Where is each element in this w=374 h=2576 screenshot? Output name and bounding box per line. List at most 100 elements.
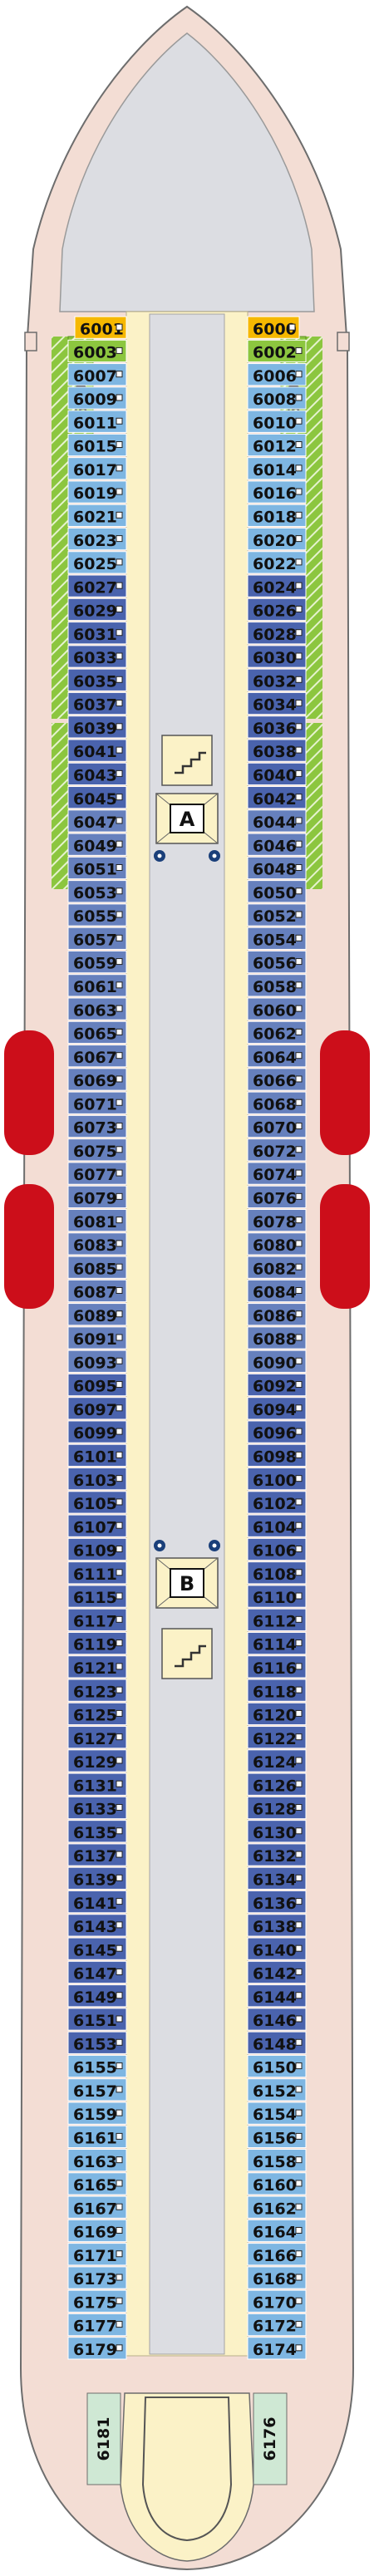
cabin-6092[interactable]: 6092: [247, 1373, 307, 1397]
cabin-6128[interactable]: 6128: [247, 1796, 307, 1820]
cabin-6035[interactable]: 6035: [67, 668, 127, 691]
cabin-6133[interactable]: 6133: [67, 1796, 127, 1820]
cabin-6167[interactable]: 6167: [67, 2195, 127, 2219]
cabin-6155[interactable]: 6155: [67, 2054, 127, 2078]
cabin-6086[interactable]: 6086: [247, 1303, 307, 1326]
cabin-6037[interactable]: 6037: [67, 691, 127, 715]
cabin-6088[interactable]: 6088: [247, 1326, 307, 1349]
cabin-6137[interactable]: 6137: [67, 1843, 127, 1866]
cabin-6008[interactable]: 6008: [247, 386, 307, 410]
cabin-6118[interactable]: 6118: [247, 1679, 307, 1702]
cabin-6018[interactable]: 6018: [247, 504, 307, 527]
cabin-6061[interactable]: 6061: [67, 974, 127, 997]
cabin-6028[interactable]: 6028: [247, 622, 307, 645]
cabin-6095[interactable]: 6095: [67, 1373, 127, 1397]
cabin-6110[interactable]: 6110: [247, 1585, 307, 1608]
cabin-6135[interactable]: 6135: [67, 1820, 127, 1843]
cabin-6098[interactable]: 6098: [247, 1443, 307, 1467]
cabin-6009[interactable]: 6009: [67, 386, 127, 410]
cabin-6097[interactable]: 6097: [67, 1397, 127, 1420]
cabin-6131[interactable]: 6131: [67, 1772, 127, 1796]
cabin-6023[interactable]: 6023: [67, 527, 127, 551]
cabin-6145[interactable]: 6145: [67, 1937, 127, 1960]
cabin-6102[interactable]: 6102: [247, 1491, 307, 1514]
cabin-6101[interactable]: 6101: [67, 1443, 127, 1467]
cabin-6080[interactable]: 6080: [247, 1232, 307, 1256]
cabin-6034[interactable]: 6034: [247, 691, 307, 715]
cabin-6149[interactable]: 6149: [67, 1984, 127, 2008]
cabin-6012[interactable]: 6012: [247, 433, 307, 457]
cabin-6109[interactable]: 6109: [67, 1537, 127, 1561]
cabin-6036[interactable]: 6036: [247, 715, 307, 739]
cabin-6059[interactable]: 6059: [67, 950, 127, 974]
cabin-6091[interactable]: 6091: [67, 1326, 127, 1349]
cabin-6104[interactable]: 6104: [247, 1514, 307, 1537]
cabin-6094[interactable]: 6094: [247, 1397, 307, 1420]
cabin-6000[interactable]: 6000: [247, 316, 300, 339]
cabin-6085[interactable]: 6085: [67, 1256, 127, 1279]
cabin-6069[interactable]: 6069: [67, 1068, 127, 1091]
cabin-6041[interactable]: 6041: [67, 739, 127, 762]
cabin-6127[interactable]: 6127: [67, 1726, 127, 1749]
cabin-6020[interactable]: 6020: [247, 527, 307, 551]
cabin-6015[interactable]: 6015: [67, 433, 127, 457]
cabin-6123[interactable]: 6123: [67, 1679, 127, 1702]
cabin-6121[interactable]: 6121: [67, 1655, 127, 1679]
cabin-6141[interactable]: 6141: [67, 1890, 127, 1914]
cabin-6160[interactable]: 6160: [247, 2172, 307, 2195]
cabin-6138[interactable]: 6138: [247, 1914, 307, 1937]
cabin-6089[interactable]: 6089: [67, 1303, 127, 1326]
cabin-6162[interactable]: 6162: [247, 2195, 307, 2219]
cabin-6151[interactable]: 6151: [67, 2008, 127, 2031]
cabin-6156[interactable]: 6156: [247, 2125, 307, 2149]
cabin-6006[interactable]: 6006: [247, 363, 307, 386]
cabin-6042[interactable]: 6042: [247, 786, 307, 809]
cabin-6146[interactable]: 6146: [247, 2008, 307, 2031]
cabin-6165[interactable]: 6165: [67, 2172, 127, 2195]
cabin-6112[interactable]: 6112: [247, 1608, 307, 1631]
cabin-6153[interactable]: 6153: [67, 2031, 127, 2054]
cabin-6168[interactable]: 6168: [247, 2266, 307, 2289]
cabin-6120[interactable]: 6120: [247, 1702, 307, 1726]
cabin-6093[interactable]: 6093: [67, 1349, 127, 1373]
cabin-6087[interactable]: 6087: [67, 1279, 127, 1303]
cabin-6053[interactable]: 6053: [67, 880, 127, 903]
cabin-6027[interactable]: 6027: [67, 574, 127, 597]
cabin-6170[interactable]: 6170: [247, 2289, 307, 2313]
cabin-6055[interactable]: 6055: [67, 903, 127, 927]
cabin-6144[interactable]: 6144: [247, 1984, 307, 2008]
cabin-6147[interactable]: 6147: [67, 1960, 127, 1984]
cabin-6159[interactable]: 6159: [67, 2102, 127, 2125]
cabin-6007[interactable]: 6007: [67, 363, 127, 386]
cabin-6062[interactable]: 6062: [247, 1020, 307, 1045]
cabin-6157[interactable]: 6157: [67, 2078, 127, 2102]
cabin-6025[interactable]: 6025: [67, 551, 127, 574]
cabin-6169[interactable]: 6169: [67, 2219, 127, 2243]
cabin-6054[interactable]: 6054: [247, 927, 307, 950]
cabin-6011[interactable]: 6011: [67, 410, 127, 433]
cabin-6099[interactable]: 6099: [67, 1420, 127, 1443]
cabin-6030[interactable]: 6030: [247, 645, 307, 668]
cabin-6125[interactable]: 6125: [67, 1702, 127, 1726]
cabin-6106[interactable]: 6106: [247, 1537, 307, 1561]
cabin-6010[interactable]: 6010: [247, 410, 307, 433]
cabin-6072[interactable]: 6072: [247, 1138, 307, 1162]
cabin-6052[interactable]: 6052: [247, 903, 307, 927]
cabin-6164[interactable]: 6164: [247, 2219, 307, 2243]
cabin-6179[interactable]: 6179: [67, 2337, 127, 2360]
cabin-6152[interactable]: 6152: [247, 2078, 307, 2102]
cabin-6057[interactable]: 6057: [67, 927, 127, 950]
cabin-6126[interactable]: 6126: [247, 1772, 307, 1796]
cabin-6174[interactable]: 6174: [247, 2337, 307, 2360]
cabin-6063[interactable]: 6063: [67, 997, 127, 1020]
cabin-6002[interactable]: 6002: [247, 339, 307, 363]
cabin-6090[interactable]: 6090: [247, 1349, 307, 1373]
cabin-6130[interactable]: 6130: [247, 1820, 307, 1843]
cabin-6154[interactable]: 6154: [247, 2102, 307, 2125]
cabin-6172[interactable]: 6172: [247, 2313, 307, 2337]
cabin-6108[interactable]: 6108: [247, 1561, 307, 1585]
cabin-6074[interactable]: 6074: [247, 1162, 307, 1185]
cabin-6026[interactable]: 6026: [247, 597, 307, 622]
cabin-6150[interactable]: 6150: [247, 2054, 307, 2078]
cabin-6143[interactable]: 6143: [67, 1914, 127, 1937]
